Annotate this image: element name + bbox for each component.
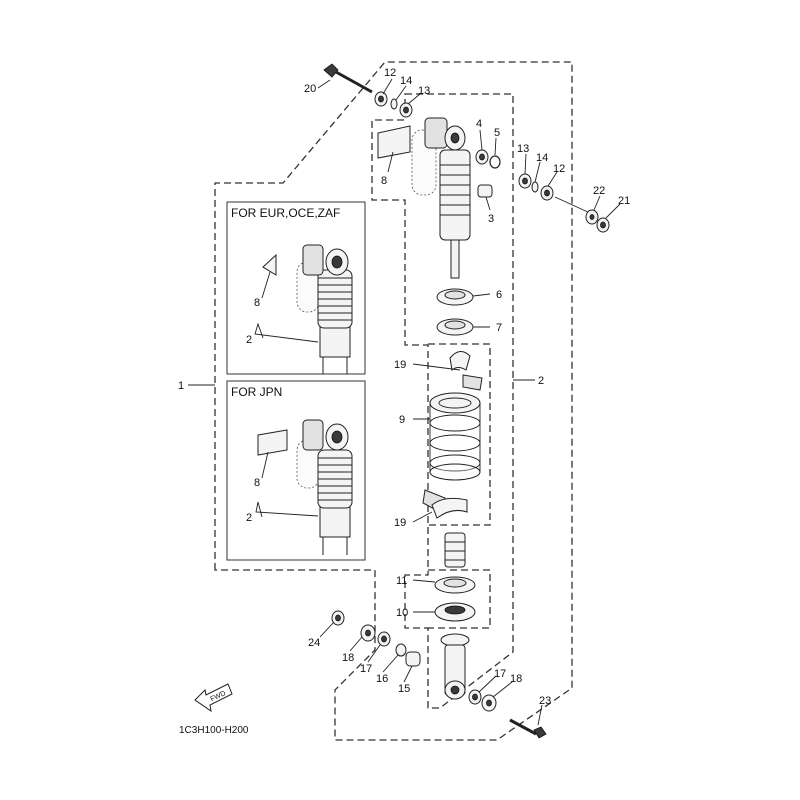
collar-12-top xyxy=(374,91,388,107)
callout-2-main: 2 xyxy=(538,375,544,387)
callout-15: 15 xyxy=(398,683,410,695)
oring-5 xyxy=(489,155,501,169)
callout-6: 6 xyxy=(496,289,502,301)
oil-seal-14-right xyxy=(531,181,539,193)
nut-21 xyxy=(596,217,610,233)
washer-18-left xyxy=(360,624,376,642)
callout-17-right: 17 xyxy=(494,668,506,680)
shock-absorber-body xyxy=(377,117,471,279)
oil-seal-14-top xyxy=(390,98,398,110)
seat-group-outline xyxy=(428,569,491,629)
bump-rubber xyxy=(444,532,466,568)
callout-2-jpn: 2 xyxy=(246,512,252,524)
callout-7: 7 xyxy=(496,322,502,334)
callout-8-jpn: 8 xyxy=(254,477,260,489)
seat-10 xyxy=(434,602,476,622)
washer-22 xyxy=(585,209,599,225)
callout-16: 16 xyxy=(376,673,388,685)
cap-11 xyxy=(434,576,476,594)
callout-19-top: 19 xyxy=(394,359,406,371)
callout-3: 3 xyxy=(488,213,494,225)
callout-14-right: 14 xyxy=(536,152,548,164)
lower-clevis xyxy=(440,633,470,700)
callout-4: 4 xyxy=(476,118,482,130)
callout-17-left: 17 xyxy=(360,663,372,675)
callout-2-eur: 2 xyxy=(246,334,252,346)
collar-15 xyxy=(405,651,421,667)
callout-12-top: 12 xyxy=(384,67,396,79)
collar-12-right xyxy=(540,185,554,201)
callout-24: 24 xyxy=(308,637,320,649)
leader-lines xyxy=(188,78,621,726)
bearing-13-right xyxy=(518,173,532,189)
callout-20: 20 xyxy=(304,83,316,95)
fwd-arrow-icon: FWD xyxy=(194,683,233,713)
variant-box-jpn xyxy=(226,380,366,561)
diagram-code: 1C3H100-H200 xyxy=(179,725,249,736)
spring-guide-19-bottom xyxy=(422,489,468,519)
assembly-2-outline xyxy=(371,93,514,709)
assembly-1-outline xyxy=(214,61,573,741)
valve-3 xyxy=(477,184,493,198)
spring-9 xyxy=(429,392,481,481)
variant-box-eur-title: FOR EUR,OCE,ZAF xyxy=(231,206,340,220)
bushing-4 xyxy=(475,149,489,165)
callout-13-right: 13 xyxy=(517,143,529,155)
callout-21: 21 xyxy=(618,195,630,207)
jpn-shock-illustration xyxy=(257,419,353,555)
washer-18-right xyxy=(481,694,497,712)
spring-guide-19-top xyxy=(449,351,483,391)
callout-22: 22 xyxy=(593,185,605,197)
callout-1: 1 xyxy=(178,380,184,392)
variant-box-eur xyxy=(226,201,366,375)
adjuster-7 xyxy=(436,318,474,336)
callout-8-main: 8 xyxy=(381,175,387,187)
callout-14-top: 14 xyxy=(400,75,412,87)
callout-5: 5 xyxy=(494,127,500,139)
callout-8-eur: 8 xyxy=(254,297,260,309)
callout-23: 23 xyxy=(539,695,551,707)
callout-labels: 1 2 2 2 3 4 5 6 7 8 8 8 9 10 11 12 12 13… xyxy=(178,67,630,707)
seal-17-right xyxy=(468,689,482,705)
callout-19-bottom: 19 xyxy=(394,517,406,529)
bearing-13-top xyxy=(399,102,413,118)
locknut-6 xyxy=(436,288,474,306)
callout-18-left: 18 xyxy=(342,652,354,664)
variant-box-jpn-title: FOR JPN xyxy=(231,385,282,399)
callout-10: 10 xyxy=(396,607,408,619)
eur-shock-illustration xyxy=(262,244,353,374)
bearing-16 xyxy=(395,643,407,657)
seal-17-left xyxy=(377,631,391,647)
callout-13-top: 13 xyxy=(418,85,430,97)
nut-24 xyxy=(331,610,345,626)
callout-12-right: 12 xyxy=(553,163,565,175)
callout-11: 11 xyxy=(396,575,407,587)
callout-18-right: 18 xyxy=(510,673,522,685)
callout-9: 9 xyxy=(399,414,405,426)
bolt-23 xyxy=(509,718,547,739)
bolt-20 xyxy=(323,63,373,94)
